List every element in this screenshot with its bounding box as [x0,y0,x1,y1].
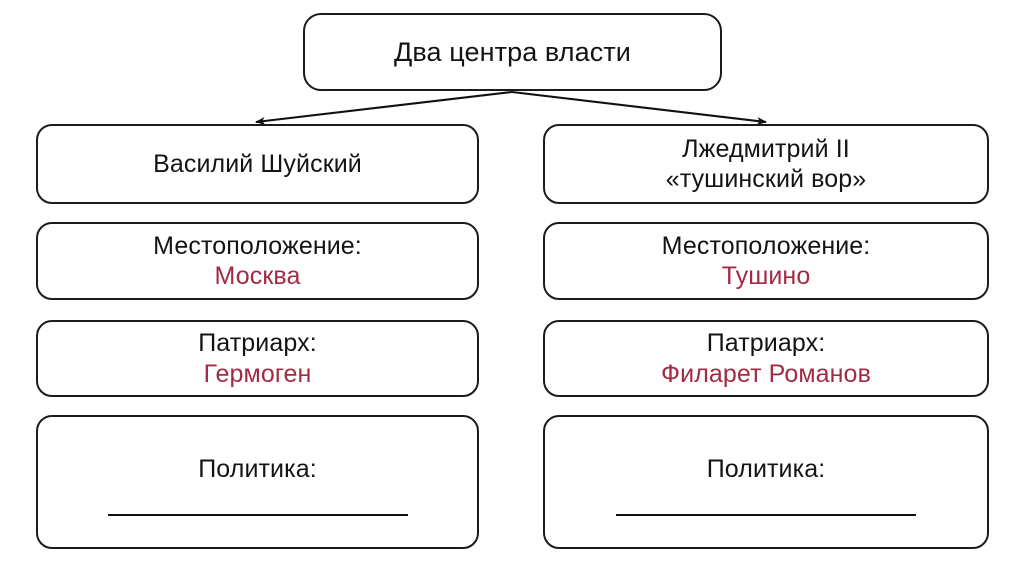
node-left-ruler[interactable]: Василий Шуйский [36,124,479,204]
node-left-patriarch[interactable]: Патриарх: Гермоген [36,320,479,397]
right-policy-inner: Политика: [545,448,987,517]
node-right-location[interactable]: Местоположение: Тушино [543,222,989,300]
left-policy-label: Политика: [198,454,317,483]
right-location-value: Тушино [721,262,811,290]
left-location-value: Москва [214,262,301,290]
left-patriarch-value: Гермоген [203,359,312,388]
right-policy-label: Политика: [706,454,826,483]
right-policy-blank-line[interactable] [616,514,916,517]
node-root-two-centers-of-power[interactable]: Два центра власти [303,13,722,91]
left-policy-blank-line[interactable] [107,514,408,517]
right-location-label: Местоположение: [661,231,871,260]
right-patriarch-label: Патриарх: [706,329,826,357]
root-title: Два центра власти [394,36,631,67]
node-right-policy[interactable]: Политика: [543,415,989,549]
connector-root-to-left [255,90,513,125]
left-location-label: Местоположение: [153,231,362,260]
left-policy-inner: Политика: [38,448,477,517]
connector-root-to-right [511,90,767,125]
left-patriarch-label: Патриарх: [198,329,317,357]
node-left-location[interactable]: Местоположение: Москва [36,222,479,300]
node-right-patriarch[interactable]: Патриарх: Филарет Романов [543,320,989,397]
left-ruler-name: Василий Шуйский [153,149,362,178]
node-left-policy[interactable]: Политика: [36,415,479,549]
right-ruler-nickname: «тушинский вор» [665,165,867,193]
node-right-ruler[interactable]: Лжедмитрий II «тушинский вор» [543,124,989,204]
right-ruler-name: Лжедмитрий II [682,134,850,163]
right-patriarch-value: Филарет Романов [661,359,871,388]
